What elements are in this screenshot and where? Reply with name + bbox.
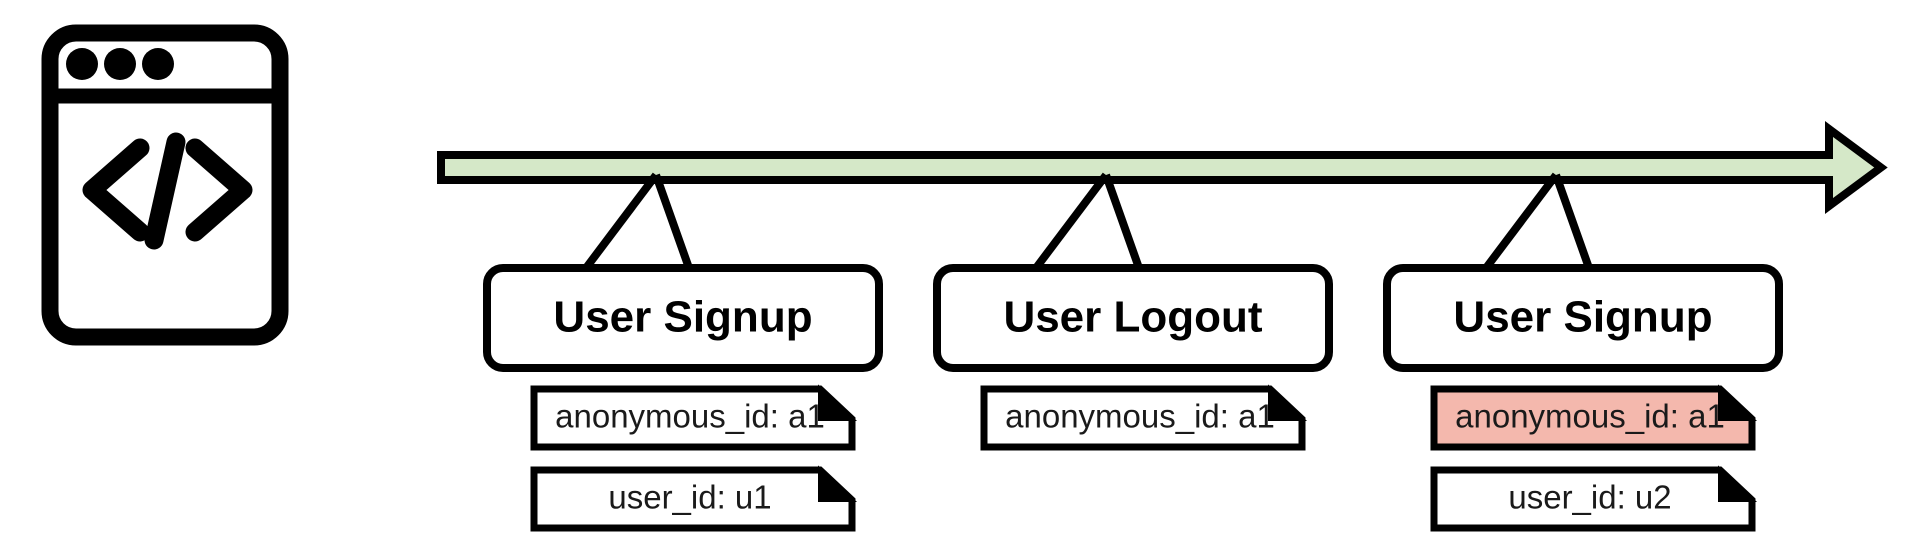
code-window-icon xyxy=(41,24,289,346)
event-1-note-0[interactable]: anonymous_id: a1 xyxy=(530,384,858,451)
event-2-label: User Logout xyxy=(1003,293,1262,342)
event-3-note-0-shape[interactable] xyxy=(1430,385,1756,451)
event-2-box[interactable] xyxy=(933,264,1333,372)
event-3-note-0[interactable]: anonymous_id: a1 xyxy=(1430,384,1758,451)
event-3-label: User Signup xyxy=(1453,293,1712,342)
event-1-note-0-label: anonymous_id: a1 xyxy=(555,398,825,435)
event-2-note-0-shape[interactable] xyxy=(980,385,1306,451)
event-1-note-1-shape[interactable] xyxy=(530,466,856,532)
window-dot-1-icon xyxy=(66,48,98,80)
event-3-note-1[interactable]: user_id: u2 xyxy=(1430,465,1758,532)
event-1-note-0-folded-corner-icon xyxy=(818,384,858,421)
event-node-3[interactable]: User Signup anonymous_id: a1 user_id: u2 xyxy=(1383,172,1783,532)
window-dot-3-icon xyxy=(142,48,174,80)
event-1-label: User Signup xyxy=(553,293,812,342)
event-1-note-0-shape[interactable] xyxy=(530,385,856,451)
event-3-note-1-label: user_id: u2 xyxy=(1508,479,1671,516)
event-3-note-1-folded-corner-icon xyxy=(1718,465,1758,502)
event-2-note-0-label: anonymous_id: a1 xyxy=(1005,398,1275,435)
event-node-1[interactable]: User Signup anonymous_id: a1 user_id: u1 xyxy=(483,172,883,532)
event-3-note-1-shape[interactable] xyxy=(1430,466,1756,532)
event-3-note-0-folded-corner-icon xyxy=(1718,384,1758,421)
event-node-2[interactable]: User Logout anonymous_id: a1 xyxy=(933,172,1333,451)
event-1-box[interactable] xyxy=(483,264,883,372)
window-dot-2-icon xyxy=(104,48,136,80)
event-2-callout-pointer xyxy=(1032,172,1145,272)
event-1-note-1-folded-corner-icon xyxy=(818,465,858,502)
event-3-box[interactable] xyxy=(1383,264,1783,372)
event-1-note-1-label: user_id: u1 xyxy=(608,479,771,516)
event-3-note-0-label: anonymous_id: a1 xyxy=(1455,398,1725,435)
event-2-note-0-folded-corner-icon xyxy=(1268,384,1308,421)
event-1-note-1[interactable]: user_id: u1 xyxy=(530,465,858,532)
code-angle-brackets-icon xyxy=(82,132,253,250)
event-1-callout-pointer xyxy=(582,172,695,272)
event-timeline-arrow xyxy=(437,121,1888,214)
event-3-callout-pointer xyxy=(1482,172,1595,272)
event-2-note-0[interactable]: anonymous_id: a1 xyxy=(980,384,1308,451)
timeline-arrow-shape xyxy=(437,121,1888,214)
